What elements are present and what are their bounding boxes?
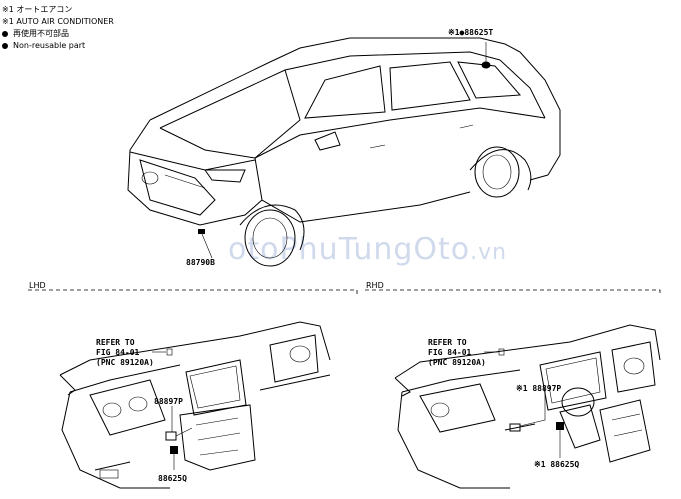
section-rhd: RHD: [366, 281, 384, 290]
legend-nonreusable-jp: 再使用不可部品: [2, 28, 114, 40]
section-lhd: LHD: [29, 281, 46, 290]
lhd-divider: [28, 289, 358, 296]
legend-auto-ac-jp: ※1 オートエアコン: [2, 5, 73, 14]
legend: ※1 オートエアコン ※1 AUTO AIR CONDITIONER 再使用不可…: [2, 4, 114, 52]
label-top-sensor: ※1●88625T: [448, 28, 494, 37]
label-lhd-88897P: 88897P: [154, 397, 183, 406]
label-lhd-refer-3: (PNC 89120A): [96, 358, 154, 367]
legend-nonreusable-en: Non-reusable part: [2, 40, 114, 52]
label-front-sensor: 88790B: [186, 258, 215, 267]
vehicle-illustration: [127, 37, 561, 267]
label-rhd-88625Q: ※1 88625Q: [534, 460, 580, 469]
label-rhd-refer-3: (PNC 89120A): [428, 358, 486, 367]
leader-rhd-88897P: [519, 390, 546, 427]
label-lhd-refer-2: FIG 84-01: [96, 348, 140, 357]
label-lhd-88625Q: 88625Q: [158, 474, 187, 483]
label-rhd-refer-2: FIG 84-01: [428, 348, 472, 357]
label-rhd-88897P: ※1 88897P: [516, 384, 562, 393]
leader-front-sensor: [201, 233, 213, 259]
legend-nonreusable-en-text: Non-reusable part: [13, 41, 86, 50]
legend-nonreusable-jp-text: 再使用不可部品: [13, 29, 69, 38]
bullet-icon: [2, 42, 8, 49]
legend-auto-ac-en: ※1 AUTO AIR CONDITIONER: [2, 17, 114, 26]
watermark: otoPhuTungOto.vn: [228, 232, 508, 267]
bullet-icon: [2, 30, 8, 37]
label-lhd-refer-1: REFER TO: [96, 338, 135, 347]
rhd-dashboard: [394, 324, 661, 489]
lhd-dashboard: [59, 321, 331, 489]
label-rhd-refer-1: REFER TO: [428, 338, 467, 347]
rhd-divider: [365, 289, 661, 296]
